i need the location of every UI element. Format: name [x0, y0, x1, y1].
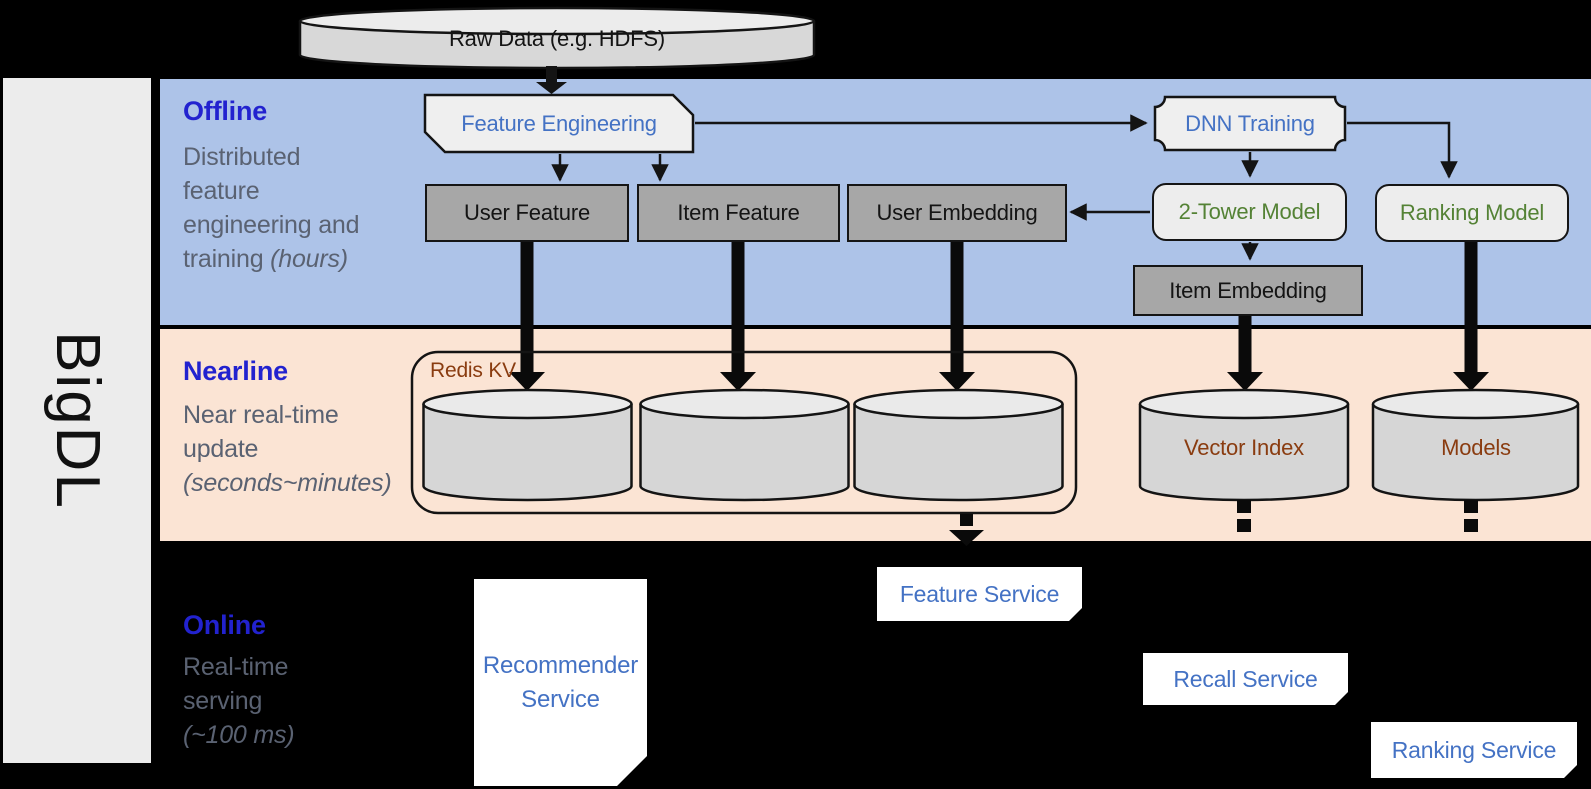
- arrow-user-embedding-to-kv-store: [939, 242, 975, 391]
- feature-engineering-shape: [423, 93, 695, 154]
- ranking-service-node: Ranking Service: [1371, 722, 1577, 778]
- dashed-arrow-vector-index-to-recall-service: [1237, 500, 1251, 532]
- recall-service-node: Recall Service: [1143, 653, 1348, 705]
- raw-data-label: Raw Data (e.g. HDFS): [448, 26, 666, 51]
- kv-store-cylinder-icon-1: [422, 388, 633, 502]
- arrow-raw-data-to-feature-engineering: [536, 66, 567, 94]
- vector-index-label: Vector Index: [1184, 435, 1304, 460]
- kv-store-cylinder-icon-2: [639, 388, 850, 502]
- arrow-dnn-training-to-ranking-model: [1347, 121, 1458, 179]
- user-embedding-node: User Embedding: [847, 184, 1067, 242]
- nearline-desc-duration: (seconds~minutes): [183, 469, 392, 497]
- arrow-item-embedding-to-vector-index: [1227, 316, 1263, 391]
- nearline-desc-line-2: update: [183, 435, 259, 463]
- online-desc-line-2: serving: [183, 687, 263, 715]
- online-section-title: Online: [183, 610, 266, 640]
- recommender-service-label: Recommender Service: [482, 651, 639, 713]
- redis-kv-container: [410, 350, 1078, 515]
- kv-store-cylinder-icon-3: [853, 388, 1064, 502]
- recommender-service-node: Recommender Service: [474, 579, 647, 786]
- dashed-arrow-kv-to-feature-service: [949, 514, 984, 546]
- raw-data-cylinder-icon: [298, 6, 816, 70]
- ranking-model-node: Ranking Model: [1375, 184, 1569, 242]
- dnn-training-node: DNN Training: [1185, 111, 1315, 136]
- offline-desc-line-4: training (hours): [183, 242, 433, 276]
- dashed-arrow-models-to-ranking-service: [1464, 500, 1478, 532]
- ranking-service-label: Ranking Service: [1391, 736, 1557, 763]
- online-section-description: Real-time serving (~100 ms): [183, 650, 443, 752]
- feature-service-node: Feature Service: [877, 567, 1082, 621]
- user-feature-node: User Feature: [425, 184, 629, 242]
- offline-desc-line-3: engineering and: [183, 211, 360, 239]
- item-embedding-node: Item Embedding: [1133, 265, 1363, 316]
- nearline-section-description: Near real-time update (seconds~minutes): [183, 398, 443, 500]
- feature-engineering-node: Feature Engineering: [461, 110, 657, 136]
- models-label: Models: [1441, 435, 1511, 460]
- item-feature-node: Item Feature: [637, 184, 840, 242]
- nearline-section-title: Nearline: [183, 356, 288, 386]
- offline-desc-duration: (hours): [270, 245, 348, 273]
- recall-service-label: Recall Service: [1173, 665, 1318, 692]
- arrow-item-feature-to-kv-store: [720, 242, 756, 391]
- redis-kv-label: Redis KV: [430, 359, 516, 382]
- online-desc-line-1: Real-time: [183, 653, 289, 681]
- models-cylinder-icon: [1371, 388, 1580, 502]
- online-desc-duration: (~100 ms): [183, 721, 295, 749]
- offline-desc-line-1: Distributed: [183, 143, 301, 171]
- dnn-training-shape: [1153, 95, 1347, 152]
- feature-service-label: Feature Service: [899, 580, 1060, 607]
- two-tower-model-node: 2-Tower Model: [1152, 183, 1347, 241]
- bigdl-logo-text: BigDL: [42, 331, 112, 510]
- offline-desc-line-2: feature: [183, 177, 260, 205]
- bigdl-brand-bar: BigDL: [3, 78, 151, 763]
- arrow-ranking-model-to-models-store: [1453, 242, 1489, 391]
- offline-desc-line-4-plain: training: [183, 245, 271, 273]
- arrow-user-feature-to-kv-store: [509, 242, 545, 391]
- offline-section-title: Offline: [183, 96, 268, 126]
- offline-section-description: Distributed feature engineering and trai…: [183, 140, 433, 276]
- nearline-desc-line-1: Near real-time: [183, 401, 339, 429]
- vector-index-cylinder-icon: [1138, 388, 1350, 502]
